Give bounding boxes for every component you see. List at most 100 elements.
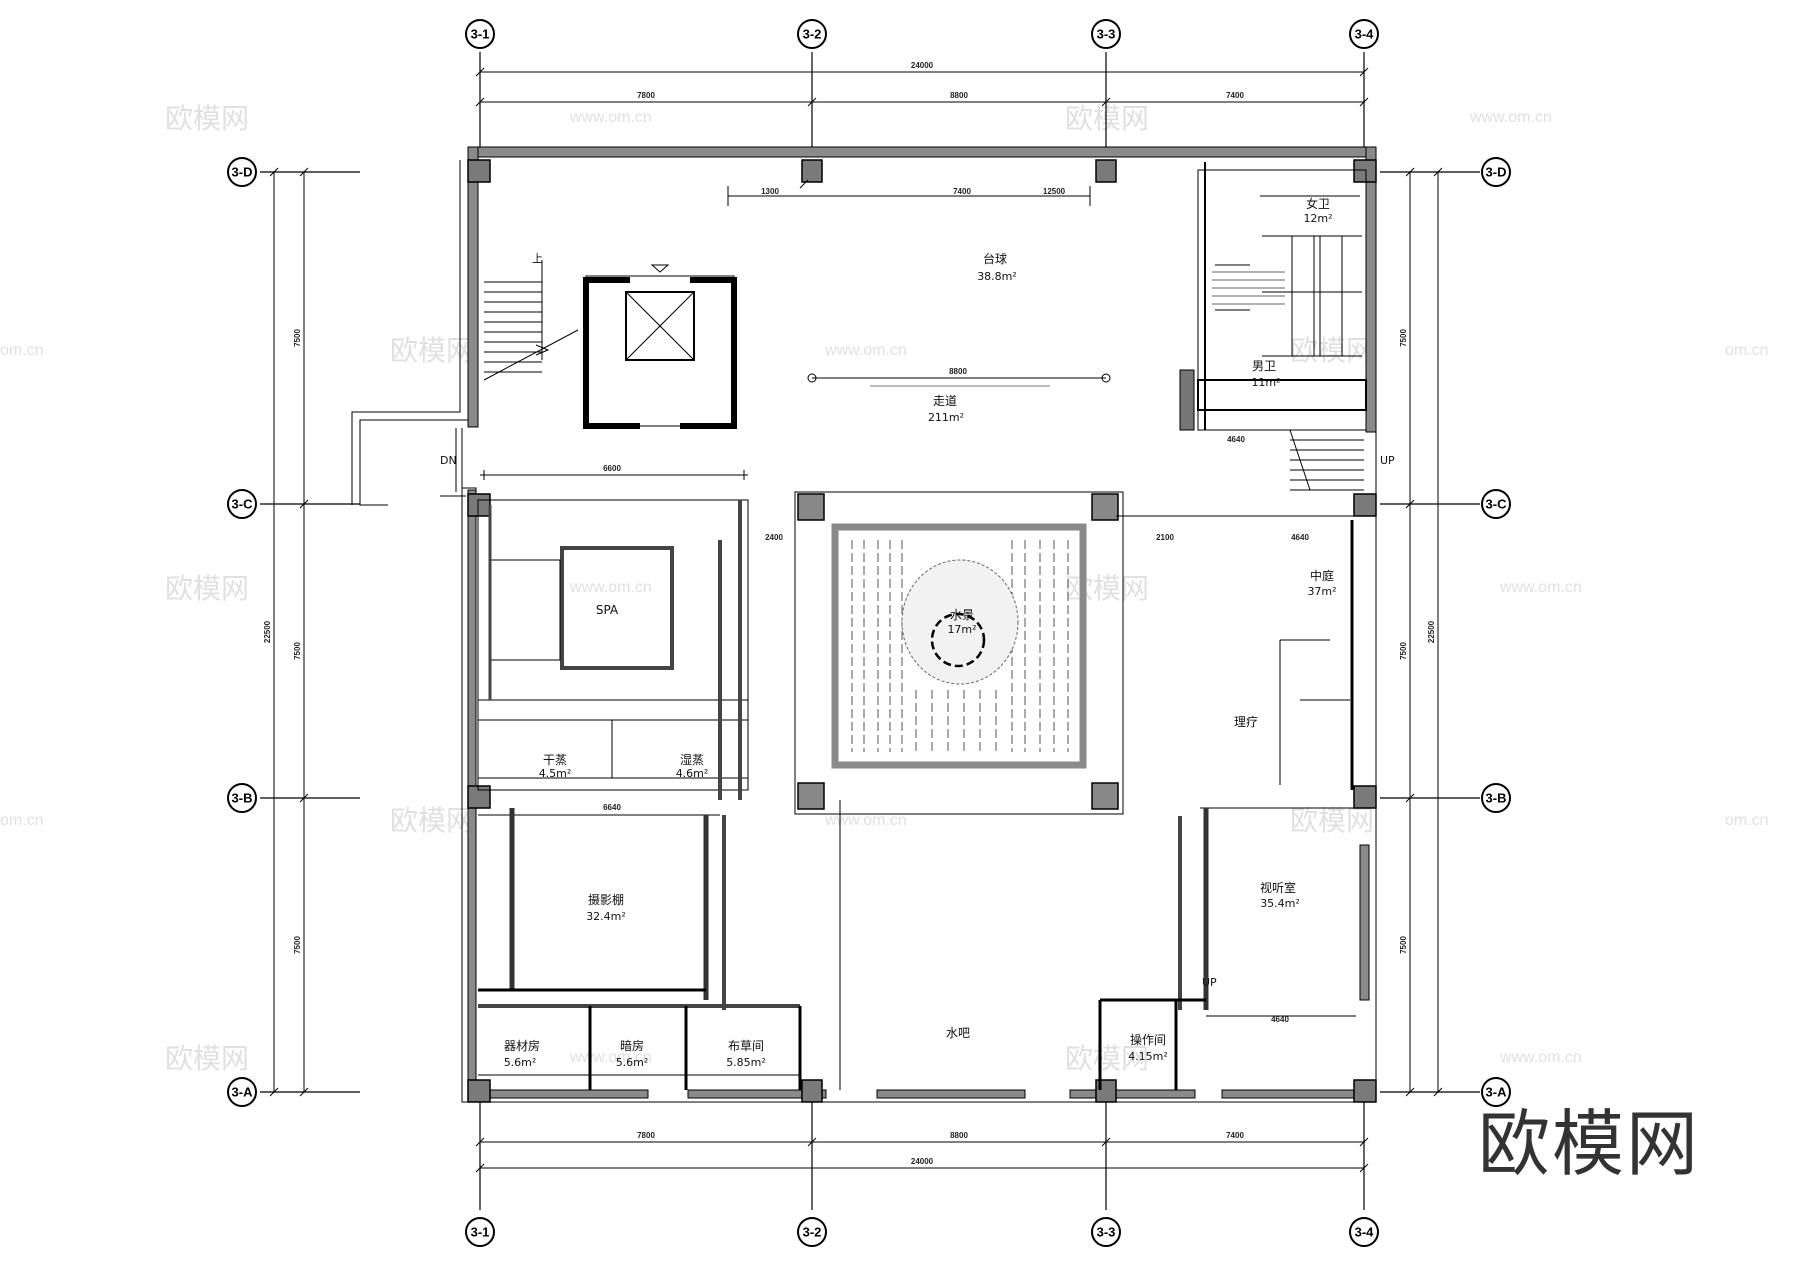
svg-text:3-4: 3-4 (1355, 27, 1375, 42)
rock-garden (901, 559, 1019, 685)
svg-text:12m²: 12m² (1303, 212, 1332, 225)
svg-text:3-A: 3-A (232, 1085, 254, 1100)
axis-bubble-row: 3-C (227, 489, 257, 519)
dimension-top-span: 7400 (1226, 91, 1244, 100)
dimensions-top (475, 67, 1369, 107)
watermark-brand: 欧模网 (1290, 334, 1374, 367)
column (467, 785, 491, 809)
column (1353, 159, 1377, 183)
room-billiards: 台球 38.8m² (977, 251, 1017, 283)
watermark-url: www.om.cn (1499, 1049, 1582, 1066)
dimensions-right (1405, 167, 1443, 1097)
wall-south (1221, 1089, 1371, 1099)
dimension-label: 4640 (1291, 533, 1309, 542)
room-water-feature: 水景 17m² (947, 608, 976, 636)
spa-walls (477, 470, 749, 800)
entry-steps (440, 428, 466, 497)
brand-logo: 欧模网 (1478, 1102, 1701, 1186)
svg-text:4.6m²: 4.6m² (676, 767, 709, 780)
svg-text:3-A: 3-A (1486, 1085, 1508, 1100)
dimension-bottom-span: 7800 (637, 1131, 655, 1140)
stair-ne (1289, 429, 1364, 491)
dimension-top-span: 8800 (950, 91, 968, 100)
dimension-top-span: 7800 (637, 91, 655, 100)
room-darkroom: 暗房 5.6m² (616, 1038, 649, 1069)
stair-up-label: UP (1380, 454, 1395, 467)
dimension-top-total: 24000 (911, 61, 934, 70)
axis-bubble-col: 3-1 (465, 1217, 495, 1247)
svg-text:操作间: 操作间 (1130, 1032, 1166, 1047)
watermark-url: om.cn (0, 812, 44, 829)
watermark-brand: 欧模网 (165, 102, 249, 135)
studio-walls (478, 808, 802, 1090)
svg-text:5.6m²: 5.6m² (616, 1056, 649, 1069)
svg-text:3-1: 3-1 (471, 27, 490, 42)
column (1353, 493, 1377, 517)
watermark-url: www.om.cn (1469, 109, 1552, 126)
axis-bubble-col: 3-3 (1091, 1217, 1121, 1247)
column (467, 159, 491, 183)
dimension-label: 6600 (603, 464, 621, 473)
svg-text:3-2: 3-2 (803, 27, 822, 42)
elevator-core (583, 264, 737, 429)
stair-nw (483, 260, 579, 381)
room-mens-toilet: 男卫 11m² (1251, 359, 1280, 389)
dimension-bottom-span: 7400 (1226, 1131, 1244, 1140)
watermark-brand: 欧模网 (1065, 572, 1149, 605)
svg-text:4.5m²: 4.5m² (539, 767, 572, 780)
svg-text:走道: 走道 (933, 394, 957, 408)
watermark-brand: 欧模网 (1065, 102, 1149, 135)
pool-water-lines (851, 540, 1069, 752)
dimensions-left (269, 167, 309, 1097)
svg-text:中庭: 中庭 (1310, 568, 1334, 583)
wall-north (467, 146, 1377, 158)
watermark-url: www.om.cn (1499, 579, 1582, 596)
column (801, 1079, 823, 1103)
room-equipment: 器材房 5.6m² (504, 1038, 540, 1069)
axis-bubble-row: 3-B (227, 783, 257, 813)
pool-rim (831, 523, 1087, 769)
wall-east-upper (1365, 146, 1377, 433)
axis-bubble-col: 3-2 (797, 19, 827, 49)
axis-bubble-row: 3-A (1481, 1077, 1511, 1107)
svg-text:3-3: 3-3 (1097, 27, 1116, 42)
dimension-label: 12500 (1043, 187, 1066, 196)
watermark-url: www.om.cn (569, 579, 652, 596)
axis-bubble-col: 3-2 (797, 1217, 827, 1247)
atrium-outline (794, 491, 1124, 815)
svg-text:台球: 台球 (983, 251, 1007, 266)
atrium-columns (797, 493, 1119, 810)
wall-south (469, 1089, 649, 1099)
svg-text:3-1: 3-1 (471, 1225, 490, 1240)
svg-text:湿蒸: 湿蒸 (680, 752, 704, 767)
room-spa: SPA (596, 603, 619, 617)
room-water-bar: 水吧 (946, 1026, 970, 1040)
svg-text:摄影棚: 摄影棚 (588, 892, 624, 907)
stair-up-label: UP (1202, 976, 1217, 989)
room-corridor: 走道 211m² (928, 394, 964, 424)
svg-text:3-C: 3-C (1486, 497, 1508, 512)
wall-south (1069, 1089, 1196, 1099)
svg-text:35.4m²: 35.4m² (1260, 897, 1300, 910)
dimension-label: 6640 (603, 803, 621, 812)
axis-bubbles: 3-1 3-2 3-3 3-4 3-1 3-2 3-3 3-4 3-D 3-C … (227, 19, 1511, 1247)
room-labels: 台球 38.8m² 女卫 12m² 男卫 11m² 走道 211m² SPA 水… (504, 196, 1337, 1069)
watermark-url: om.cn (1725, 812, 1769, 829)
svg-text:视听室: 视听室 (1260, 880, 1296, 895)
room-av-room: 视听室 35.4m² (1260, 880, 1300, 910)
axis-bubble-row: 3-D (1481, 157, 1511, 187)
stair-down-label: DN (440, 454, 457, 467)
svg-text:理疗: 理疗 (1234, 715, 1258, 729)
dimension-bottom-span: 8800 (950, 1131, 968, 1140)
fountain-ring (930, 612, 986, 668)
billiards-dims (727, 179, 1091, 206)
svg-text:干蒸: 干蒸 (543, 753, 567, 767)
column (467, 493, 491, 517)
watermark-brand: 欧模网 (165, 572, 249, 605)
dimension-label: 7400 (953, 187, 971, 196)
axis-grid (260, 52, 1480, 1210)
watermark-url: www.om.cn (569, 109, 652, 126)
watermark-brand: 欧模网 (1290, 804, 1374, 837)
dimension-bottom-total: 24000 (911, 1157, 934, 1166)
svg-text:17m²: 17m² (947, 623, 976, 636)
